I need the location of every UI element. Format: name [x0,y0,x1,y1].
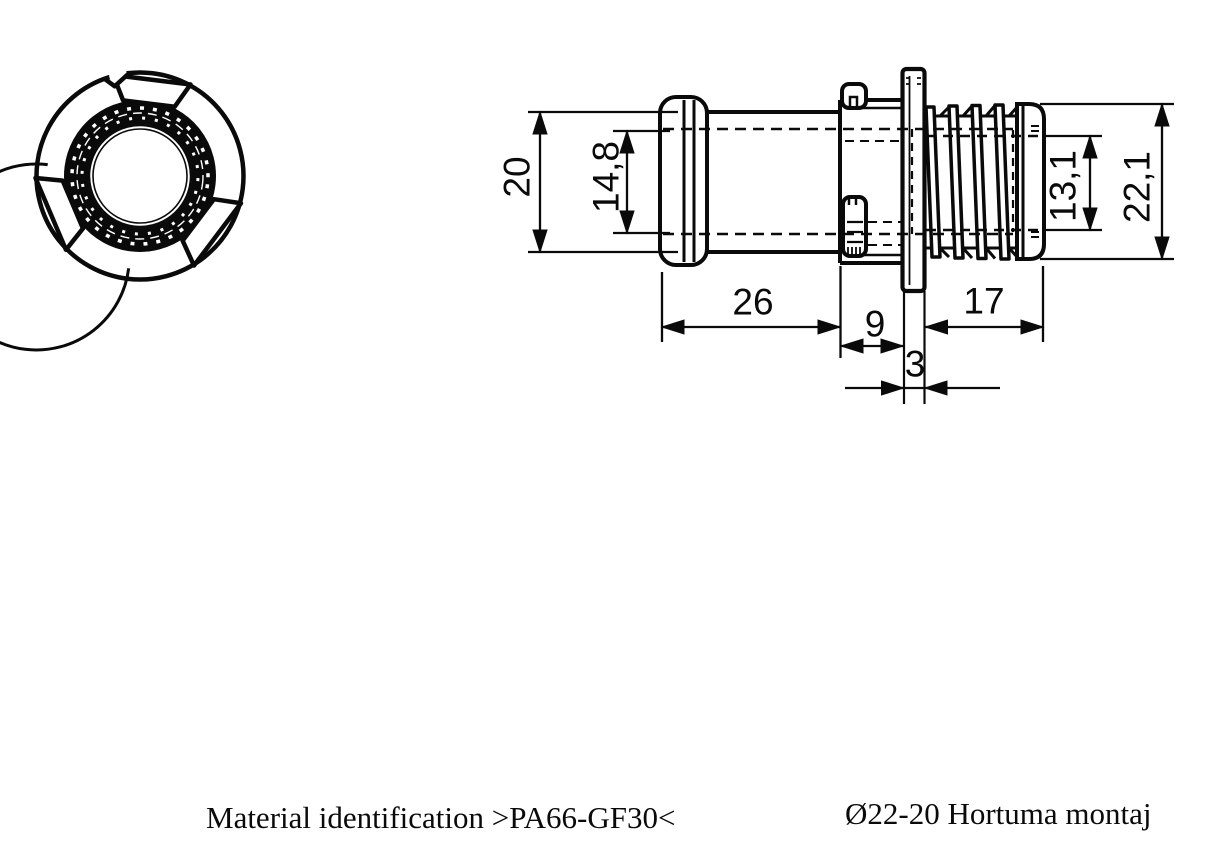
dim-barb-od-label: 22,1 [1116,150,1158,224]
dim-groove-width-lines [839,338,905,354]
lug-tabs [33,72,244,268]
dim-tube-od-label: 20 [496,156,538,198]
flange [900,66,927,404]
hidden-bore-lines [663,127,1040,246]
dim-barb-bore-label: 13,1 [1042,149,1084,223]
end-bead [658,95,709,267]
dim-barb-length-label: 17 [963,280,1005,322]
dim-tube-length-lines [660,266,842,358]
barb-section [924,102,1046,261]
latch-clip-bottom [841,195,868,258]
dim-tube-id-lines [613,129,670,235]
dim-tube-length-label: 26 [732,281,774,323]
material-identification-note: Material identification >PA66-GF30< [206,800,676,835]
side-view [658,66,1046,404]
dim-tube-od-lines [528,110,678,254]
drawing-title-note: Ø22-20 Hortuma montaj [845,796,1152,831]
front-view [0,66,246,352]
dim-barb-bore-lines [1046,134,1102,232]
dim-tube-id-label: 14,8 [585,140,627,214]
tube-body [706,98,902,265]
dimension-lines [528,102,1174,396]
dim-barb-length-lines [923,266,1045,342]
latch-clip-top [840,82,868,110]
dim-flange-thickness-label: 3 [904,343,926,385]
dim-flange-thickness-lines [845,380,1000,396]
dim-groove-width-label: 9 [864,303,886,345]
dim-barb-od-lines [1040,102,1174,261]
